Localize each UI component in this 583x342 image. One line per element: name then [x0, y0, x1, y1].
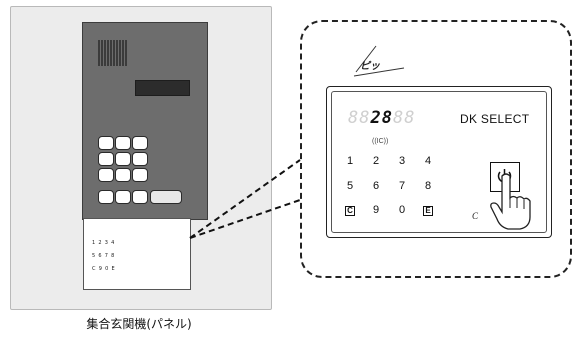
panel-key — [132, 136, 148, 150]
ic-card-label: ((IC)) — [372, 138, 389, 145]
zoom-callout — [300, 20, 572, 278]
pressing-hand-icon — [490, 173, 531, 230]
display-digit-active: 8 — [381, 108, 393, 128]
key-3[interactable]: 3 — [398, 155, 406, 167]
key-5[interactable]: 5 — [346, 180, 354, 192]
speaker-grille — [98, 40, 127, 66]
digit-display: 882888 — [348, 108, 416, 128]
key-6[interactable]: 6 — [372, 180, 380, 192]
panel-key — [132, 152, 148, 166]
mini-keypad-row2: 5 6 7 8 — [92, 253, 115, 259]
panel-key — [98, 190, 114, 204]
display-digit: 8 — [359, 108, 371, 128]
display-digit: 8 — [348, 108, 360, 128]
panel-key — [98, 152, 114, 166]
panel-key — [115, 168, 131, 182]
key-9[interactable]: 9 — [372, 204, 380, 216]
display-digit: 8 — [393, 108, 405, 128]
display-digit: 8 — [404, 108, 416, 128]
mini-keypad-row1: 1 2 3 4 — [92, 240, 115, 246]
panel-key — [132, 190, 148, 204]
panel-key — [98, 168, 114, 182]
card-reader-inner — [331, 91, 547, 233]
panel-call-key — [150, 190, 182, 204]
panel-key — [98, 136, 114, 150]
brand-logo-mark: C — [472, 211, 479, 221]
brand-label: DK SELECT — [460, 112, 530, 126]
entrance-intercom-unit — [82, 22, 208, 220]
mini-keypad-row3: C 9 0 E — [92, 266, 115, 272]
beep-sound-marks — [353, 45, 405, 77]
panel-key — [132, 168, 148, 182]
key-8[interactable]: 8 — [424, 180, 432, 192]
key-7[interactable]: 7 — [398, 180, 406, 192]
key-clear[interactable]: C — [345, 206, 355, 216]
panel-key — [115, 190, 131, 204]
key-1[interactable]: 1 — [346, 155, 354, 167]
panel-key — [115, 152, 131, 166]
key-2[interactable]: 2 — [372, 155, 380, 167]
card-reader-small — [83, 218, 191, 290]
display-digit-active: 2 — [370, 108, 382, 128]
key-enter[interactable]: E — [423, 206, 433, 216]
key-4[interactable]: 4 — [424, 155, 432, 167]
beep-sound-label: ピッ — [360, 61, 380, 72]
panel-display-window — [135, 80, 190, 96]
key-0[interactable]: 0 — [398, 204, 406, 216]
panel-caption: 集合玄関機(パネル) — [86, 317, 192, 331]
panel-key — [115, 136, 131, 150]
